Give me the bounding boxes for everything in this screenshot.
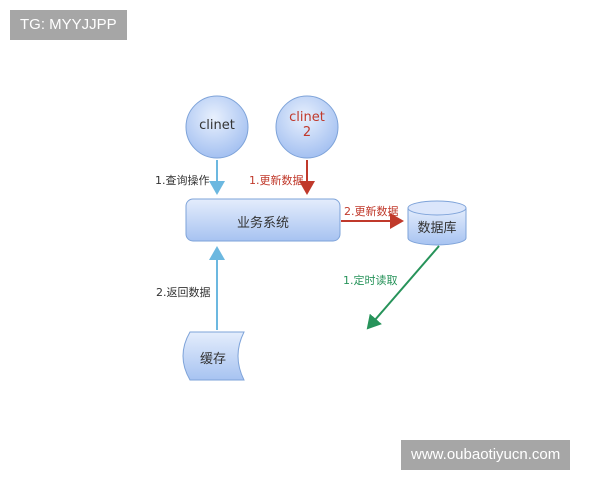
edge-label-timer-read: 1.定时读取	[343, 274, 398, 287]
business-system-label: 业务系统	[236, 216, 289, 231]
edge-label-update-client2: 1.更新数据	[249, 174, 304, 187]
client2-label-line2: 2	[302, 125, 312, 140]
client1-label: clinet	[199, 118, 235, 133]
client2-node	[275, 95, 339, 159]
edge-label-update-database: 2.更新数据	[344, 205, 399, 218]
timer-read-arrow	[366, 245, 440, 330]
database-node	[407, 200, 467, 246]
business-system-node	[185, 198, 341, 242]
cache-label: 缓存	[199, 352, 226, 367]
watermark-bottom-right: www.oubaotiyucn.com	[401, 440, 571, 470]
database-label: 数据库	[417, 221, 457, 236]
watermark-top-left: TG: MYYJJPP	[10, 10, 127, 40]
client2-label-line1: clinet	[289, 110, 325, 125]
client2-label: clinet 2	[276, 110, 338, 140]
edge-label-query: 1.查询操作	[155, 174, 210, 187]
cache-node	[182, 331, 245, 381]
edge-label-return-data: 2.返回数据	[156, 286, 211, 299]
client1-node	[185, 95, 249, 159]
